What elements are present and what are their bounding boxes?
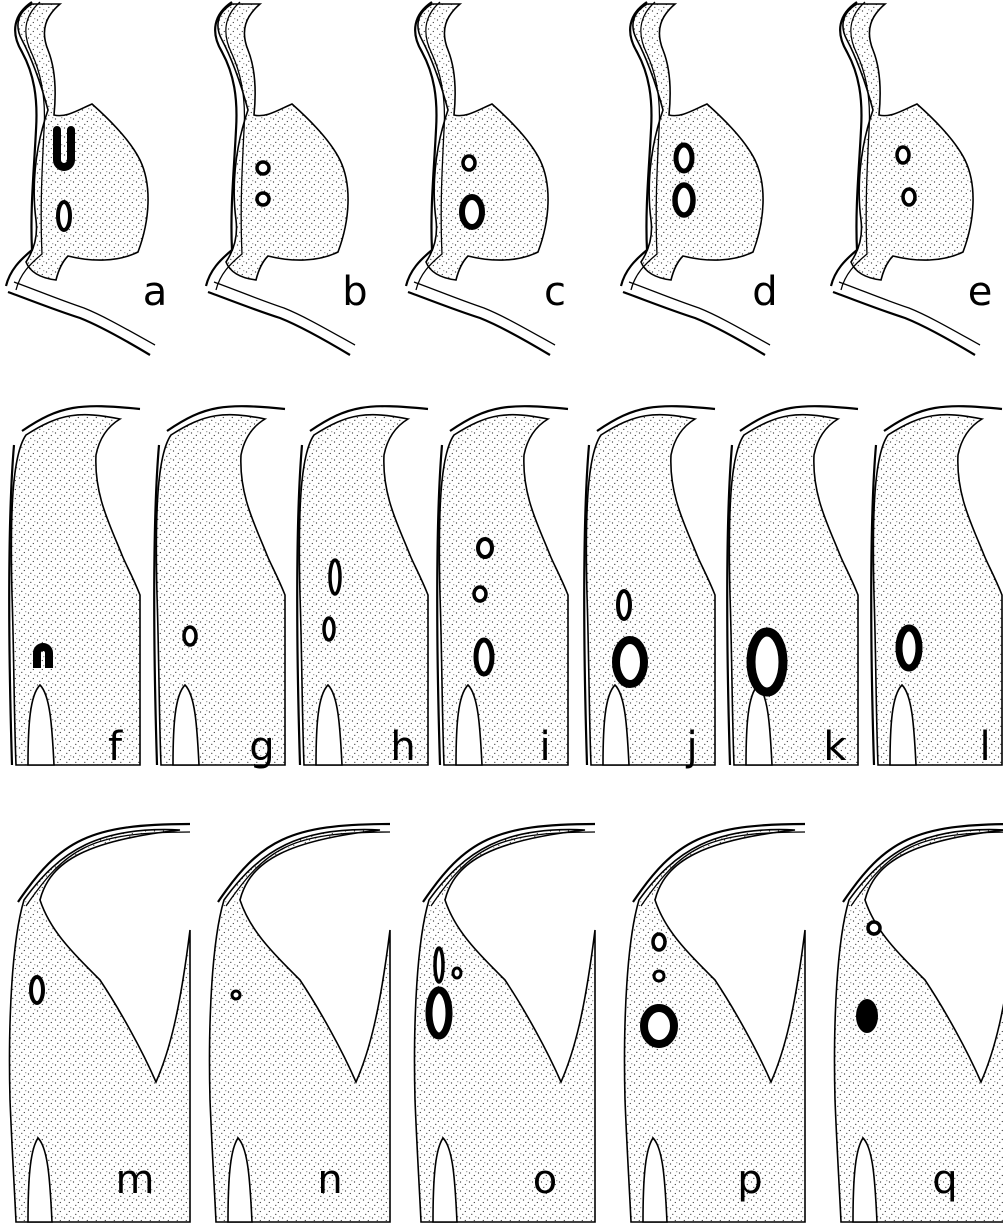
- lumen-k-1: [751, 632, 783, 692]
- lumen-b-2: [257, 193, 269, 205]
- panel-a: [6, 2, 155, 355]
- lumen-o-1: [429, 990, 449, 1036]
- panel-label-n: n: [317, 1157, 342, 1203]
- lumen-i-3: [476, 640, 492, 674]
- lumen-h-2: [324, 618, 334, 640]
- lumen-e-1: [897, 147, 909, 163]
- panel-j: [584, 406, 715, 765]
- panel-label-i: i: [539, 724, 550, 770]
- lumen-b-1: [257, 162, 269, 174]
- lumen-p-1: [653, 934, 665, 950]
- lumen-c-2: [462, 197, 482, 227]
- panel-n: [210, 824, 390, 1222]
- panel-label-q: q: [932, 1157, 957, 1203]
- panel-c: [406, 2, 555, 355]
- lumen-d-1: [676, 145, 692, 171]
- panel-i: [437, 406, 568, 765]
- lumen-c-1: [463, 156, 475, 170]
- panel-label-j: j: [685, 724, 697, 770]
- lumen-l-1: [899, 628, 919, 668]
- lumen-p-3: [644, 1008, 674, 1044]
- lumen-q-1: [868, 922, 880, 934]
- lumen-p-2: [654, 971, 664, 981]
- panel-label-c: c: [544, 269, 566, 315]
- panel-label-l: l: [979, 724, 990, 770]
- panel-label-d: d: [752, 269, 777, 315]
- lumen-h-1: [330, 560, 340, 594]
- panel-label-a: a: [143, 269, 168, 315]
- lumen-n-1: [232, 991, 240, 999]
- lumen-j-2: [616, 640, 644, 684]
- panel-label-k: k: [823, 724, 847, 770]
- panel-e: [831, 2, 980, 355]
- panel-label-p: p: [737, 1157, 762, 1203]
- lumen-e-2: [903, 189, 915, 205]
- panel-label-m: m: [116, 1157, 155, 1203]
- lumen-m-1: [31, 977, 43, 1003]
- lumen-i-2: [474, 587, 486, 601]
- lumen-a-2: [58, 202, 70, 230]
- panel-label-o: o: [533, 1157, 557, 1203]
- panel-m: [10, 824, 190, 1222]
- panel-label-g: g: [249, 724, 274, 770]
- panel-d: [621, 2, 770, 355]
- lumen-d-2: [675, 185, 693, 215]
- panel-label-f: f: [108, 724, 123, 770]
- lumen-j-1: [618, 591, 630, 619]
- lumen-i-1: [478, 539, 492, 557]
- panel-label-e: e: [968, 269, 993, 315]
- panel-k: [727, 406, 858, 765]
- lumen-o-2: [435, 948, 443, 982]
- lumen-q-2: [856, 999, 878, 1033]
- panel-b: [206, 2, 355, 355]
- panel-l: [871, 406, 1002, 765]
- panels-layer: a b c d e f g h i j k l m n o p q: [6, 2, 1003, 1222]
- panel-label-b: b: [342, 269, 367, 315]
- panel-h: [297, 406, 428, 765]
- lumen-g-1: [184, 627, 196, 645]
- panel-f: [9, 406, 140, 765]
- panel-g: [154, 406, 285, 765]
- panel-label-h: h: [390, 724, 415, 770]
- lumen-o-3: [453, 968, 461, 978]
